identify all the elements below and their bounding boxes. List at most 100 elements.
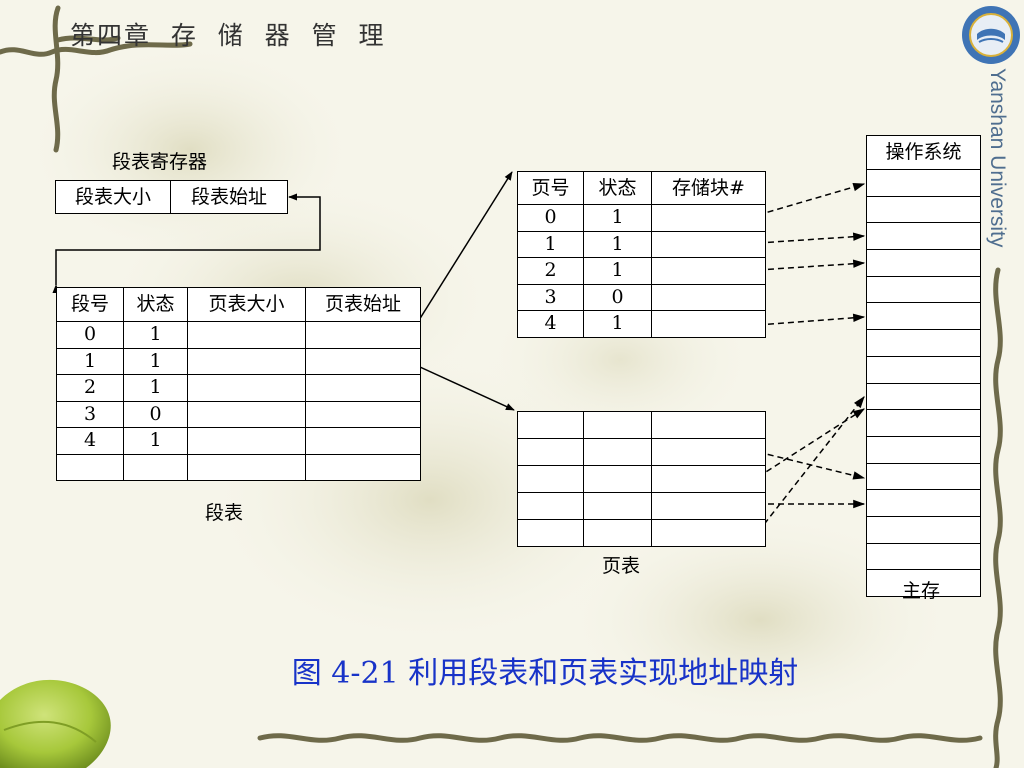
page-table-row	[517, 519, 766, 547]
table-cell	[583, 492, 652, 520]
table-cell	[187, 374, 306, 402]
table-cell	[651, 465, 766, 493]
memory-block	[866, 355, 981, 384]
table-cell	[651, 204, 766, 232]
table-cell: 0	[517, 204, 584, 232]
main-memory: 操作系统	[866, 135, 981, 597]
memory-block	[866, 249, 981, 277]
memory-block	[866, 329, 981, 357]
main-memory-caption: 主存	[902, 580, 941, 602]
segment-1-to-page-table-arrow	[408, 361, 515, 411]
table-cell: 1	[583, 310, 652, 338]
green-leaf	[0, 679, 111, 768]
segment-table-caption: 段表	[205, 502, 244, 524]
table-cell: 1	[583, 204, 652, 232]
register-row: 段表大小 段表始址	[55, 180, 288, 214]
memory-block-cell	[866, 542, 981, 571]
block-arrow	[757, 259, 866, 271]
memory-os-block: 操作系统	[866, 135, 981, 170]
table-cell: 4	[56, 427, 124, 455]
memory-block-cell	[866, 489, 981, 517]
segment-table-register: 段表大小 段表始址	[55, 180, 288, 214]
figure-caption: 图 4-21 利用段表和页表实现地址映射	[291, 656, 799, 691]
chapter-title: 第四章 存 储 器 管 理	[70, 21, 386, 50]
memory-block	[866, 195, 981, 224]
memory-block-cell	[866, 302, 981, 331]
block-arrow	[757, 396, 865, 533]
university-logo-icon	[962, 6, 1020, 64]
table-cell	[305, 347, 421, 375]
page-table-caption: 页表	[602, 555, 641, 577]
table-cell	[651, 230, 766, 258]
page-table-row	[517, 438, 766, 466]
header-cell: 页表始址	[305, 287, 421, 322]
table-cell	[583, 438, 652, 466]
table-cell	[583, 465, 652, 493]
memory-block-cell	[866, 462, 981, 491]
memory-block	[866, 382, 981, 411]
header-cell: 存储块#	[651, 171, 766, 205]
memory-block-cell	[866, 355, 981, 384]
table-cell	[517, 519, 584, 547]
table-cell	[56, 453, 124, 481]
memory-block	[866, 489, 981, 517]
memory-block	[866, 169, 981, 197]
table-cell	[187, 427, 306, 455]
memory-block-cell	[866, 222, 981, 251]
memory-block-cell	[866, 169, 981, 197]
table-cell	[517, 465, 584, 493]
segment-table-header: 段号 状态 页表大小 页表始址	[56, 287, 421, 322]
table-cell: 1	[123, 374, 188, 402]
memory-block-cell	[866, 409, 981, 437]
memory-block	[866, 435, 981, 464]
table-cell: 4	[517, 310, 584, 338]
table-cell: 1	[583, 257, 652, 285]
vine-top	[0, 5, 193, 153]
page-table-row	[517, 465, 766, 493]
header-cell: 页号	[517, 171, 584, 205]
table-cell: 2	[517, 257, 584, 285]
register-to-segment-table-arrow	[52, 193, 321, 294]
table-cell	[651, 492, 766, 520]
header-cell: 状态	[583, 171, 652, 205]
memory-block-cell	[866, 275, 981, 304]
block-arrow	[757, 183, 866, 216]
memory-block	[866, 569, 981, 597]
vine-right	[993, 267, 1003, 768]
table-cell	[305, 453, 421, 481]
memory-block-cell	[866, 329, 981, 357]
table-cell	[187, 400, 306, 428]
segment-0-to-page-table-arrow	[408, 171, 513, 337]
table-cell: 1	[123, 347, 188, 375]
memory-os-cell: 操作系统	[866, 135, 981, 170]
memory-block-cell	[866, 515, 981, 544]
memory-block	[866, 515, 981, 544]
table-cell	[651, 257, 766, 285]
table-cell: 1	[583, 230, 652, 258]
header-cell: 状态	[123, 287, 188, 322]
vine-bottom	[257, 733, 983, 743]
table-cell: 1	[56, 347, 124, 375]
header-cell: 段号	[56, 287, 124, 322]
table-cell	[305, 374, 421, 402]
memory-block	[866, 462, 981, 491]
memory-block	[866, 275, 981, 304]
table-cell	[583, 519, 652, 547]
table-cell	[123, 453, 188, 481]
table-cell	[651, 310, 766, 338]
page-table-header: 页号 状态 存储块#	[517, 171, 766, 205]
table-cell	[187, 347, 306, 375]
memory-block-cell	[866, 195, 981, 224]
register-cell: 段表大小	[55, 180, 171, 214]
